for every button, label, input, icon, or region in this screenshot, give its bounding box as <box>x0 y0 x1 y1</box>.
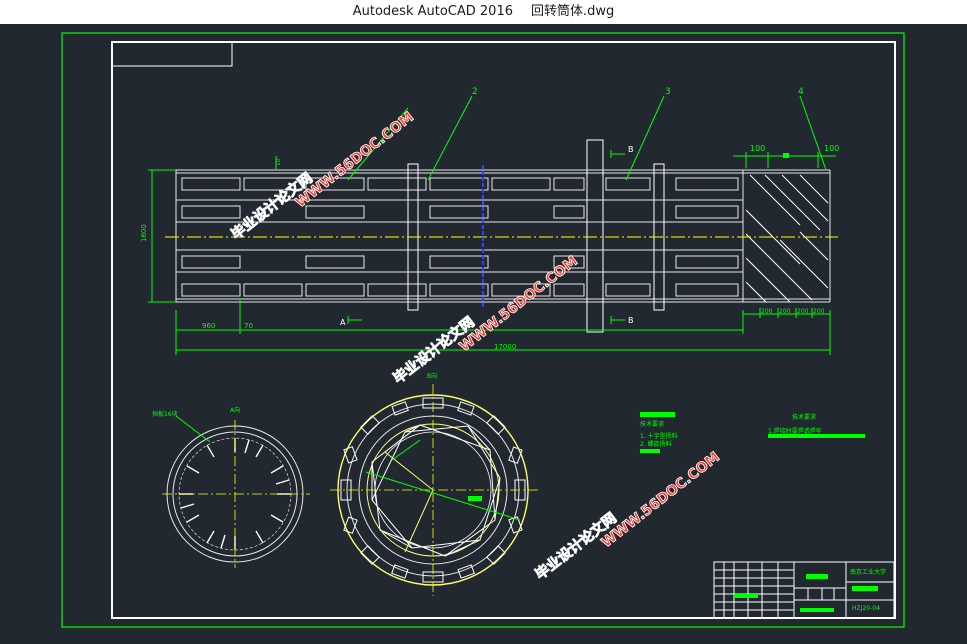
dim-200-3: 200 <box>797 308 809 315</box>
section-b-view <box>330 384 538 596</box>
dim-960: 960 <box>202 322 215 330</box>
file-name: 回转筒体.dwg <box>530 4 615 19</box>
note-left-title-bar <box>640 412 675 417</box>
part-label-3: 3 <box>665 87 671 97</box>
title-block-material-bar <box>852 586 878 591</box>
dim-diameter: 1600 <box>140 224 148 242</box>
dim-70: 70 <box>244 322 253 330</box>
watermark-layer: WWW.56DOC.COM 毕业设计论文网 WWW.56DOC.COM 毕业设计… <box>228 109 724 584</box>
outer-frame <box>61 32 905 628</box>
dim-100-b: 100 <box>824 144 839 153</box>
section-a-callout: 挡板16块 <box>152 410 178 418</box>
watermark-url-3: WWW.56DOC.COM <box>599 449 723 551</box>
note-right-item: 1.焊接时要焊透焊牢 <box>768 427 822 435</box>
note-right-underline <box>768 434 865 438</box>
section-b-top: B <box>628 145 634 154</box>
app-title: Autodesk AutoCAD 2016 <box>352 4 513 19</box>
drawing-canvas[interactable]: 2 3 4 1600 960 70 17000 100 100 200 200 … <box>0 24 967 640</box>
note-right-title: 技术要求 <box>792 413 816 421</box>
dim-marker <box>783 153 789 158</box>
section-b-bottom: B <box>628 316 634 325</box>
dimension-lines <box>148 150 836 355</box>
dim-100-a: 100 <box>750 144 765 153</box>
section-a: A <box>340 318 346 327</box>
part-leaders <box>347 95 827 181</box>
drawing-border <box>111 41 896 619</box>
title-block-school: 南京工业大学 <box>850 568 886 576</box>
dim-small: 10 <box>275 158 282 166</box>
note-left-item-2: 2. 螺旋扬料 <box>640 440 672 448</box>
title-block-scale-bar <box>800 608 834 612</box>
section-a-title: A向 <box>230 406 240 414</box>
note-left-title: 技术要求 <box>640 420 664 428</box>
note-left-item-1: 1. 十字型扬料 <box>640 432 678 440</box>
dim-200-2: 200 <box>779 308 791 315</box>
title-block-cell-mark <box>734 594 758 598</box>
window-title-bar: Autodesk AutoCAD 2016 回转筒体.dwg <box>0 0 967 24</box>
title-block-name-bar <box>806 574 828 579</box>
corner-box <box>111 41 233 67</box>
section-b-title: B向 <box>427 372 437 380</box>
dim-17000: 17000 <box>494 343 516 351</box>
part-label-2a: 2 <box>472 87 478 97</box>
dim-200-1: 200 <box>761 308 773 315</box>
cad-drawing[interactable]: 2 3 4 1600 960 70 17000 100 100 200 200 … <box>0 24 967 640</box>
watermark-url-1: WWW.56DOC.COM <box>293 109 417 211</box>
drum-elevation <box>175 139 831 333</box>
note-left-mark <box>640 449 660 453</box>
dim-200-4: 200 <box>813 308 825 315</box>
section-a-view <box>162 415 310 568</box>
part-label-4: 4 <box>798 87 804 97</box>
title-block-drawing-no: HZJ20-04 <box>852 605 880 612</box>
